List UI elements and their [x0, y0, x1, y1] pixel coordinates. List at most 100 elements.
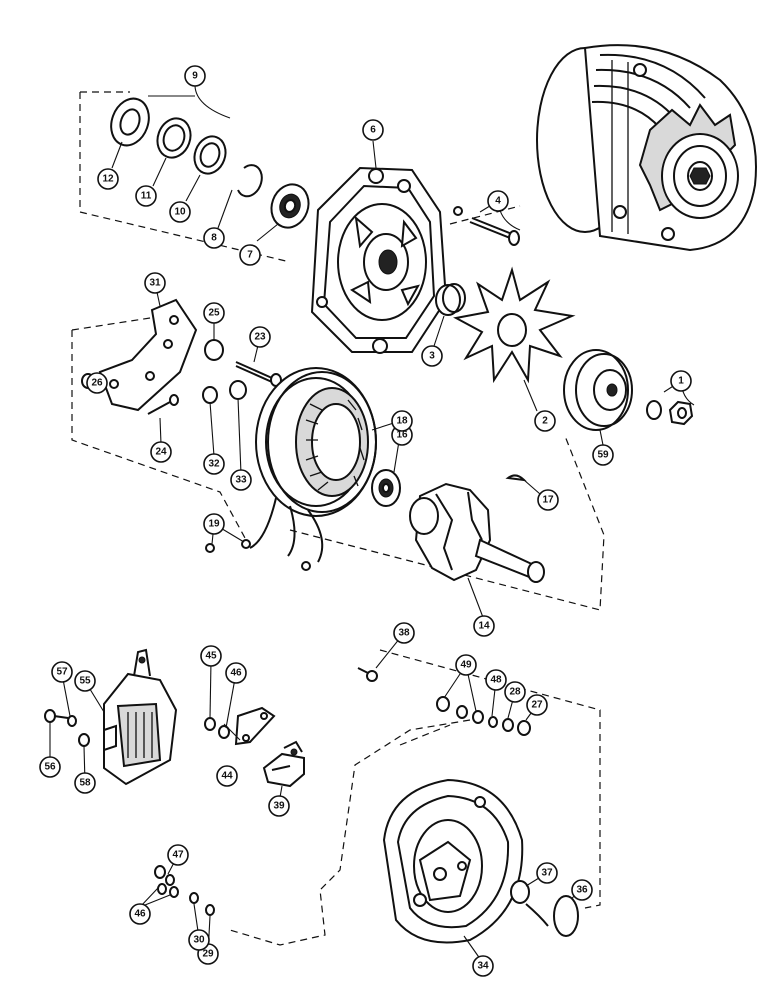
callout-32: 32 [203, 453, 225, 475]
callout-23-label: 23 [254, 332, 266, 343]
drive-end-frame [310, 166, 448, 354]
callout-24-label: 24 [155, 447, 167, 458]
callout-28-label: 28 [509, 687, 521, 698]
callout-46-lower: 46 [129, 903, 151, 925]
callout-12-label: 12 [102, 174, 114, 185]
callout-55-label: 55 [79, 676, 91, 687]
pulley-nut-washer [646, 400, 694, 426]
callout-37-label: 37 [541, 868, 553, 879]
callout-39-label: 39 [273, 801, 285, 812]
long-screw [235, 361, 282, 387]
callout-4-label: 4 [495, 196, 501, 207]
mounting-bracket [98, 298, 198, 412]
callout-45: 45 [200, 645, 222, 667]
callout-37: 37 [536, 862, 558, 884]
terminal-hardware [436, 696, 531, 736]
bearing-retainer-stack [110, 97, 310, 229]
small-hardware-set [154, 865, 215, 916]
callout-59-label: 59 [597, 450, 609, 461]
screw-washer-pair [204, 717, 230, 739]
callout-2-label: 2 [542, 416, 548, 427]
callout-19-label: 19 [208, 519, 220, 530]
callout-48: 48 [485, 669, 507, 691]
callout-59: 59 [592, 444, 614, 466]
assembled-alternator [536, 44, 757, 252]
callout-18-label: 18 [396, 416, 408, 427]
callout-27-label: 27 [531, 700, 543, 711]
brush-holder [262, 740, 305, 788]
callout-49-label: 49 [460, 660, 472, 671]
through-bolt [453, 206, 520, 246]
stator-assembly [249, 367, 377, 563]
callout-8-label: 8 [211, 233, 217, 244]
callout-47-label: 47 [172, 850, 184, 861]
callout-17: 17 [537, 489, 559, 511]
rotor-bearing [371, 469, 401, 507]
regulator-insulator [78, 733, 90, 747]
callout-9-label: 9 [192, 71, 198, 82]
callout-2: 2 [534, 410, 556, 432]
callout-3: 3 [421, 345, 443, 367]
callout-14-label: 14 [478, 621, 490, 632]
callout-33-label: 33 [235, 475, 247, 486]
callout-47: 47 [167, 844, 189, 866]
callout-56-label: 56 [44, 762, 56, 773]
callout-17-label: 17 [542, 495, 554, 506]
voltage-regulator [103, 648, 178, 786]
callout-25-label: 25 [208, 308, 220, 319]
callout-28: 28 [504, 681, 526, 703]
callout-11-label: 11 [141, 191, 152, 202]
callout-24: 24 [150, 441, 172, 463]
callout-9: 9 [184, 65, 206, 87]
callout-46-upper: 46 [225, 662, 247, 684]
callout-33: 33 [230, 469, 252, 491]
callout-32-label: 32 [208, 459, 220, 470]
callout-27: 27 [526, 694, 548, 716]
callout-46-upper-label: 46 [230, 668, 242, 679]
callout-48-label: 48 [490, 675, 502, 686]
callout-18: 18 [391, 410, 413, 432]
regulator-screw [44, 709, 69, 723]
insulator-pair [202, 380, 247, 404]
callout-26: 26 [86, 372, 108, 394]
terminal-screw [357, 667, 378, 682]
slip-ring-end-frame [382, 778, 524, 944]
callout-44: 44 [216, 765, 238, 787]
callout-57-label: 57 [56, 667, 68, 678]
callout-44-label: 44 [221, 771, 233, 782]
callout-36: 36 [571, 879, 593, 901]
callout-30: 30 [188, 929, 210, 951]
callout-30-label: 30 [193, 935, 205, 946]
callout-7: 7 [239, 244, 261, 266]
callout-16-label: 16 [396, 430, 408, 441]
callout-39: 39 [268, 795, 290, 817]
callout-58: 58 [74, 772, 96, 794]
callout-4: 4 [487, 190, 509, 212]
callout-34: 34 [472, 955, 494, 977]
spacer-collar [435, 283, 466, 316]
bearing-plug [510, 880, 549, 927]
callout-3-label: 3 [429, 351, 435, 362]
bushing [204, 339, 224, 361]
regulator-washer [67, 715, 77, 727]
callout-25: 25 [203, 302, 225, 324]
callout-1-label: 1 [678, 376, 684, 387]
callout-23: 23 [249, 326, 271, 348]
callout-57: 57 [51, 661, 73, 683]
stator-leads [205, 539, 311, 571]
callout-10-label: 10 [174, 207, 186, 218]
callout-34-label: 34 [477, 961, 489, 972]
cooling-fan [453, 266, 576, 384]
callout-31-label: 31 [149, 278, 161, 289]
callout-8: 8 [203, 227, 225, 249]
short-screw [147, 394, 179, 415]
callout-7-label: 7 [247, 250, 253, 261]
callout-26-label: 26 [91, 378, 103, 389]
callout-55: 55 [74, 670, 96, 692]
callout-58-label: 58 [79, 778, 91, 789]
callout-49: 49 [455, 654, 477, 676]
callout-19: 19 [203, 513, 225, 535]
callout-46-lower-label: 46 [134, 909, 146, 920]
callout-38-label: 38 [398, 628, 410, 639]
woodruff-key [505, 474, 527, 482]
